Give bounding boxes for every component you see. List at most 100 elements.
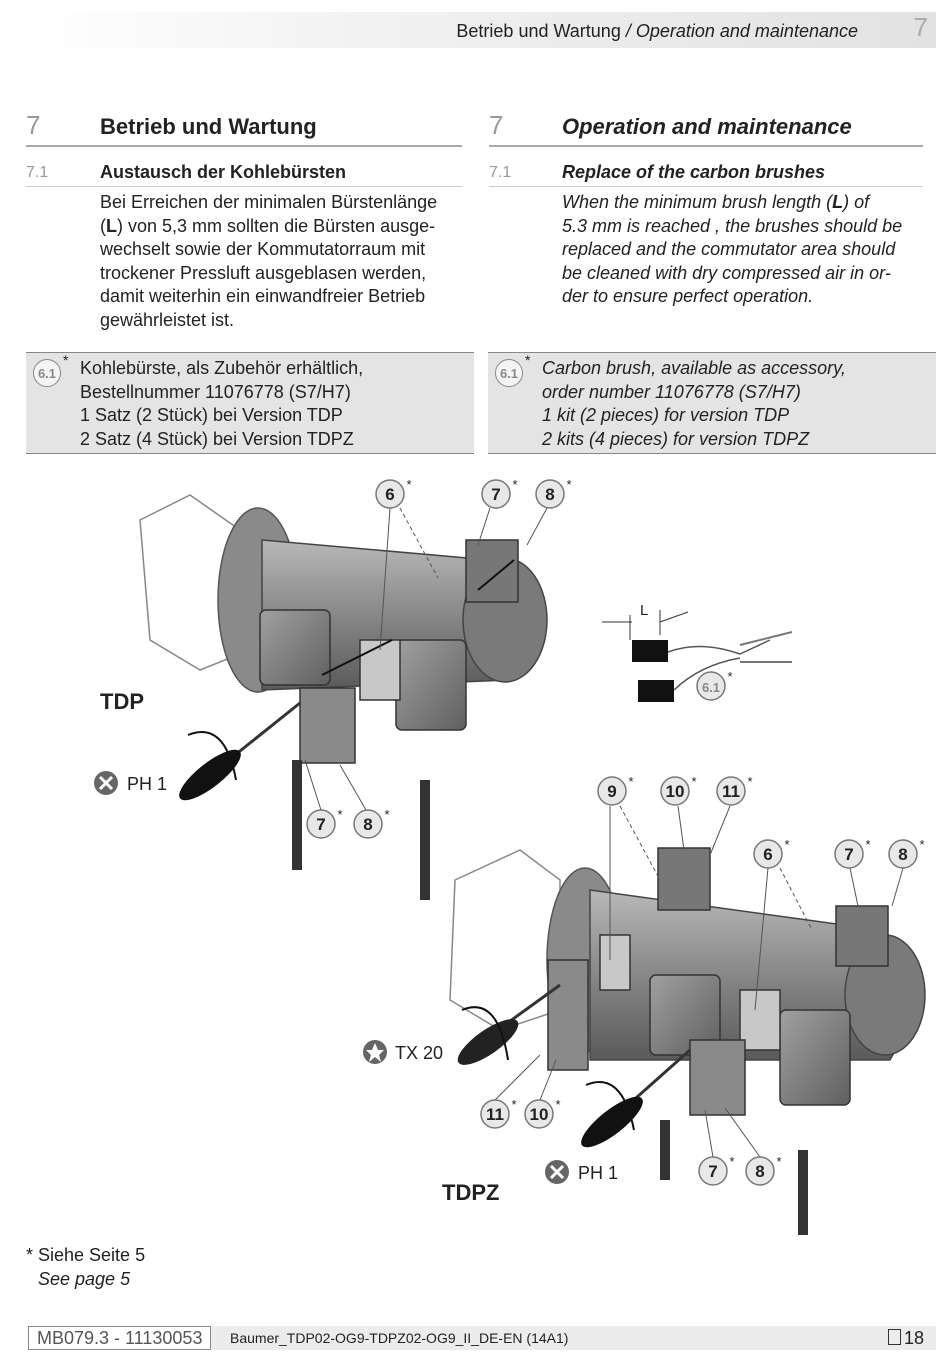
svg-text:7: 7 [708, 1162, 717, 1181]
svg-text:*: * [784, 837, 789, 852]
cable-lug [739, 631, 793, 663]
svg-text:6: 6 [385, 485, 394, 504]
callout-9: 9* [597, 774, 634, 806]
note-line: Carbon brush, available as accessory, [542, 358, 846, 378]
note-box-de [26, 352, 474, 454]
brush-cover [299, 687, 356, 764]
svg-text:*: * [384, 807, 389, 822]
body-line: Bei Erreichen der minimalen Bürstenlänge [100, 192, 438, 212]
section-number-de: 7 [26, 110, 41, 140]
tool-ph1-bottom: PH 1 [545, 1160, 618, 1184]
svg-text:*: * [919, 837, 924, 852]
cable [420, 780, 430, 900]
section-rule-de [26, 145, 462, 147]
document-id: MB079.3 - 11130053 [28, 1326, 212, 1350]
top-cover [657, 847, 711, 911]
svg-text:8: 8 [755, 1162, 764, 1181]
body-line: der to ensure perfect operation. [562, 286, 814, 307]
subsection-number-de: 7.1 [26, 164, 49, 181]
note-line: 2 kits (4 pieces) for version TDPZ [542, 428, 810, 449]
rotation-arrow [585, 1081, 635, 1131]
svg-text:*: * [406, 477, 411, 492]
note-line: 2 Satz (4 Stück) bei Version TDPZ [80, 428, 354, 449]
note-line: 1 Satz (2 Stück) bei Version TDP [80, 405, 343, 426]
callout-7: 7* [481, 477, 518, 509]
svg-text:*: * [511, 1097, 516, 1112]
callouts: 6* 7* 8* 6.1* 7* 8* 9* 10* 11* 6* 7* 8* … [306, 477, 925, 1186]
rotation-arrow [461, 1006, 509, 1061]
tool-label: TX 20 [395, 1043, 443, 1063]
subsection-rule-de [26, 186, 462, 187]
top-cover [465, 539, 519, 603]
length-label: L [640, 602, 648, 619]
callout-8: 8* [888, 837, 925, 869]
note-text-de: Kohlebürste, als Zubehör erhältlich, Bes… [80, 357, 470, 451]
cable [660, 1120, 670, 1180]
tdpz-label: TDPZ [442, 1180, 499, 1205]
accessory-badge-icon: 6.1 [33, 359, 61, 387]
svg-text:7: 7 [316, 815, 325, 834]
tool-ph1-top: PH 1 [94, 771, 167, 795]
callout-10: 10 * [524, 1097, 561, 1129]
torx-star [366, 1043, 384, 1062]
callout-7: 7* [834, 837, 871, 869]
leader-lines-top [304, 507, 548, 811]
svg-text:*: * [729, 1154, 734, 1169]
torx-screwdriver-handle [457, 1019, 519, 1065]
brush-replacement-diagram: L [94, 477, 926, 1235]
connector-box-left [259, 609, 331, 686]
accessory-badge-icon: 6.1 [495, 359, 523, 387]
subsection-number-en: 7.1 [489, 164, 512, 181]
svg-text:*: * [337, 807, 342, 822]
note-line: 1 kit (2 pieces) for version TDP [542, 405, 790, 426]
svg-text:*: * [555, 1097, 560, 1112]
tdpz-motor-illustration [449, 847, 926, 1235]
note-star: * [63, 352, 69, 368]
carbon-brush-2 [638, 680, 674, 702]
body-line: 5.3 mm is reached , the brushes should b… [562, 215, 903, 236]
note-star: * [525, 352, 531, 368]
callout-6: 6* [375, 477, 412, 509]
body-line: trockener Pressluft ausgeblasen werden, [100, 262, 427, 283]
leader-lines-bottom [494, 805, 904, 1158]
page-number: 18 [887, 1328, 924, 1349]
carbon-brush-sketch: L [602, 602, 793, 702]
callout-8: 8* [353, 807, 390, 839]
phillips-cross [549, 1164, 565, 1180]
rotation-arrow [187, 731, 237, 781]
tdp-label: TDP [100, 689, 144, 714]
svg-text:7: 7 [491, 485, 500, 504]
svg-text:*: * [691, 774, 696, 789]
side-cover [547, 959, 589, 1071]
section-number-en: 7 [489, 110, 504, 140]
svg-text:*: * [512, 477, 517, 492]
document-icon [887, 1329, 901, 1345]
section-title-en: Operation and maintenance [562, 114, 852, 139]
svg-text:6.1: 6.1 [702, 680, 720, 695]
body-line: gewährleistet ist. [100, 309, 235, 330]
tdp-motor-illustration [139, 494, 548, 900]
subsection-rule-en [489, 186, 923, 187]
callout-7: 7* [698, 1154, 735, 1186]
svg-text:11: 11 [722, 782, 740, 801]
screwdriver-handle [179, 749, 241, 801]
svg-text:*: * [566, 477, 571, 492]
body-line: damit weiterhin ein einwandfreier Betrie… [100, 286, 426, 307]
body-line: When the minimum brush length (L) of [562, 192, 870, 212]
svg-text:6: 6 [763, 845, 772, 864]
arrow [477, 559, 515, 591]
dim-arrow [659, 611, 689, 623]
svg-text:8: 8 [898, 845, 907, 864]
note-line: order number 11076778 (S7/H7) [542, 381, 801, 402]
cable [292, 760, 302, 870]
svg-text:7: 7 [844, 845, 853, 864]
brush-wire [667, 639, 771, 655]
body-text-de: Bei Erreichen der minimalen Bürstenlänge… [100, 191, 470, 333]
running-header-de: Betrieb und Wartung [456, 21, 621, 41]
callout-8: 8* [745, 1154, 782, 1186]
svg-text:9: 9 [607, 782, 616, 801]
cable [798, 1150, 808, 1235]
note-line: Bestellnummer 11076778 (S7/H7) [80, 381, 351, 402]
svg-text:10: 10 [530, 1105, 549, 1124]
brush-opening [739, 989, 781, 1051]
